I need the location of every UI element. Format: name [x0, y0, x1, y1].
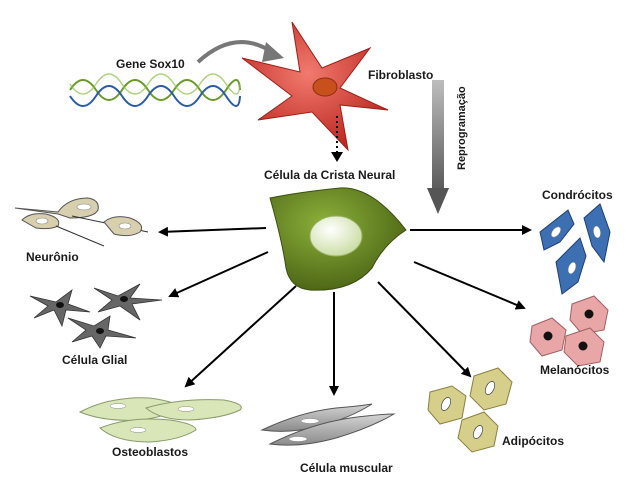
melanocyte-cell	[529, 317, 567, 357]
adipocytes-label: Adipócitos	[502, 434, 564, 448]
adipocyte-cell	[427, 385, 467, 425]
muscle-label: Célula muscular	[300, 461, 393, 475]
osteoblast-cells	[78, 397, 242, 443]
chondrocytes-label: Condrócitos	[542, 188, 613, 202]
neuron-cell	[21, 213, 143, 247]
arrow-to-osteoblasts	[184, 285, 297, 388]
glial-label: Célula Glial	[62, 353, 128, 367]
dna-helix-icon	[69, 73, 241, 107]
fibroblast-cell	[241, 21, 389, 152]
glial-cell	[93, 283, 163, 321]
melanocyte-cell	[563, 327, 605, 367]
arrow-to-glial	[168, 251, 269, 298]
adipocyte-cell	[469, 367, 513, 411]
arrow-to-adipocytes	[377, 281, 472, 378]
chondrocyte-cell	[555, 237, 587, 295]
melanocyte-cells	[529, 295, 609, 367]
arrow-to-neuron	[158, 226, 267, 237]
adipocyte-cell	[457, 411, 499, 453]
reprogramming-label: Reprogramação	[456, 86, 468, 170]
fibroblast-nucleus	[312, 77, 338, 97]
neural-crest-nucleus	[309, 215, 363, 257]
muscle-cells	[260, 403, 396, 446]
chondrocyte-cells	[539, 203, 611, 295]
differentiation-arrows	[158, 225, 532, 396]
reprogramming-arrow	[427, 80, 449, 214]
adipocyte-cells	[427, 367, 513, 453]
osteoblast-cell	[144, 399, 242, 421]
osteoblast-cell	[99, 418, 197, 443]
chondrocyte-cell	[539, 209, 575, 251]
glial-cell	[67, 315, 137, 349]
chondrocyte-cell	[583, 203, 611, 264]
gene-to-fibroblast-arrow	[196, 40, 284, 64]
neural-crest-label: Célula da Crista Neural	[264, 168, 396, 182]
glial-cells	[29, 283, 163, 349]
fibroblast-to-neural-crest-arrow	[331, 116, 343, 162]
arrow-to-melanocytes	[413, 261, 526, 310]
melanocyte-cell	[569, 295, 609, 335]
fibroblast-label: Fibroblasto	[368, 68, 434, 82]
muscle-cell	[268, 413, 396, 446]
neuron-label: Neurônio	[26, 250, 79, 264]
glial-cell	[29, 288, 91, 328]
neuron-cells	[14, 197, 149, 247]
melanocytes-label: Melanócitos	[540, 363, 610, 377]
gene-sox10-label: Gene Sox10	[116, 57, 185, 71]
neural-crest-cell	[269, 187, 407, 291]
osteoblasts-label: Osteoblastos	[112, 445, 189, 459]
